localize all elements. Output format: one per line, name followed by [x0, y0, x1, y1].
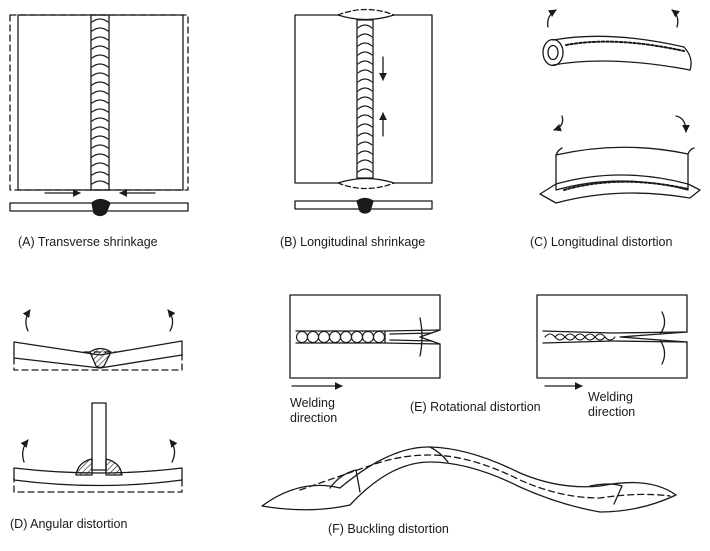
panel-c-tube-weld: [565, 40, 685, 52]
panel-c-longitudinal-distortion: [539, 9, 701, 204]
panel-c-flange-weld: [563, 180, 689, 191]
panel-d-arrow-right-bottom: [169, 439, 178, 463]
label-f: (F) Buckling distortion: [328, 522, 449, 536]
panel-d-butt-weld: [89, 347, 112, 369]
label-b: (B) Longitudinal shrinkage: [280, 235, 426, 249]
panel-f-crest: [429, 446, 449, 463]
panel-d-arrow-left-top: [22, 309, 31, 332]
label-d: (D) Angular distortion: [10, 517, 128, 531]
panel-c-web-edge: [555, 147, 695, 156]
label-c: (C) Longitudinal distortion: [530, 235, 673, 249]
panel-c-tube-bottom: [552, 60, 691, 71]
panel-e-rotation-arc-left: [419, 317, 423, 357]
panel-e-rotation-arc-right: [659, 311, 666, 365]
panel-d-arrow-left-bottom: [20, 439, 29, 463]
panel-f-buckled-plate: [261, 446, 677, 513]
label-a: (A) Transverse shrinkage: [18, 235, 158, 249]
panel-a-plate: [17, 14, 184, 191]
panel-d-arrow-right-top: [167, 309, 176, 332]
panel-c-flange: [539, 174, 701, 204]
panel-e-bead-left-ripples: [295, 330, 386, 344]
panel-f-fold-left: [329, 469, 361, 493]
panel-e-gap-right: [611, 331, 688, 343]
panel-b-section-weld: [356, 197, 374, 214]
panel-c-flange-arrow-right: [675, 115, 690, 133]
panel-c-tube-arrow-right: [671, 9, 680, 28]
panel-e-rotational-distortion: [289, 294, 688, 390]
panel-a-section-weld: [91, 198, 111, 217]
panel-b-weld-bead: [356, 19, 374, 179]
label-e: (E) Rotational distortion: [410, 400, 541, 414]
panel-e-gap-left: [384, 329, 441, 345]
panel-b-longitudinal-shrinkage: [294, 8, 433, 214]
label-welding-direction-left: Welding direction: [290, 396, 338, 425]
panel-c-tube-far-end: [683, 46, 692, 71]
panel-c-tube-arrow-left: [547, 9, 557, 28]
panel-e-bead-right-ripples: [544, 333, 616, 341]
panel-e-plate-left: [289, 294, 441, 379]
panel-b-bead-ripples: [357, 24, 373, 173]
panel-d-tee-web: [91, 402, 107, 471]
panel-c-flange-arrow-left: [553, 115, 564, 132]
panel-c-tube-top: [552, 35, 685, 48]
panel-f-weld-line: [299, 454, 671, 499]
panel-f-buckling-distortion: [261, 446, 677, 513]
panel-c-web: [555, 146, 689, 191]
panel-c-tube-end-outer: [542, 38, 564, 67]
panel-a-bead-ripples: [91, 18, 109, 185]
panel-b-original-outline: [337, 8, 395, 190]
panel-e-bead-right: [542, 330, 613, 344]
panel-f-fold-right: [589, 483, 623, 505]
panel-b-plate: [294, 14, 433, 184]
label-welding-direction-right: Welding direction: [588, 390, 636, 419]
panel-a-transverse-shrinkage: [9, 14, 189, 217]
panel-a-weld-bead: [90, 14, 110, 191]
panel-c-tube-end-inner: [547, 44, 559, 61]
panel-e-plate-right: [536, 294, 688, 379]
panel-d-fillet-weld-left: [75, 458, 93, 476]
panel-d-tee-flange: [13, 467, 183, 487]
panel-d-fillet-weld-right: [105, 458, 123, 476]
panel-a-original-outline: [9, 14, 189, 191]
panel-d-angular-distortion: [13, 309, 183, 493]
